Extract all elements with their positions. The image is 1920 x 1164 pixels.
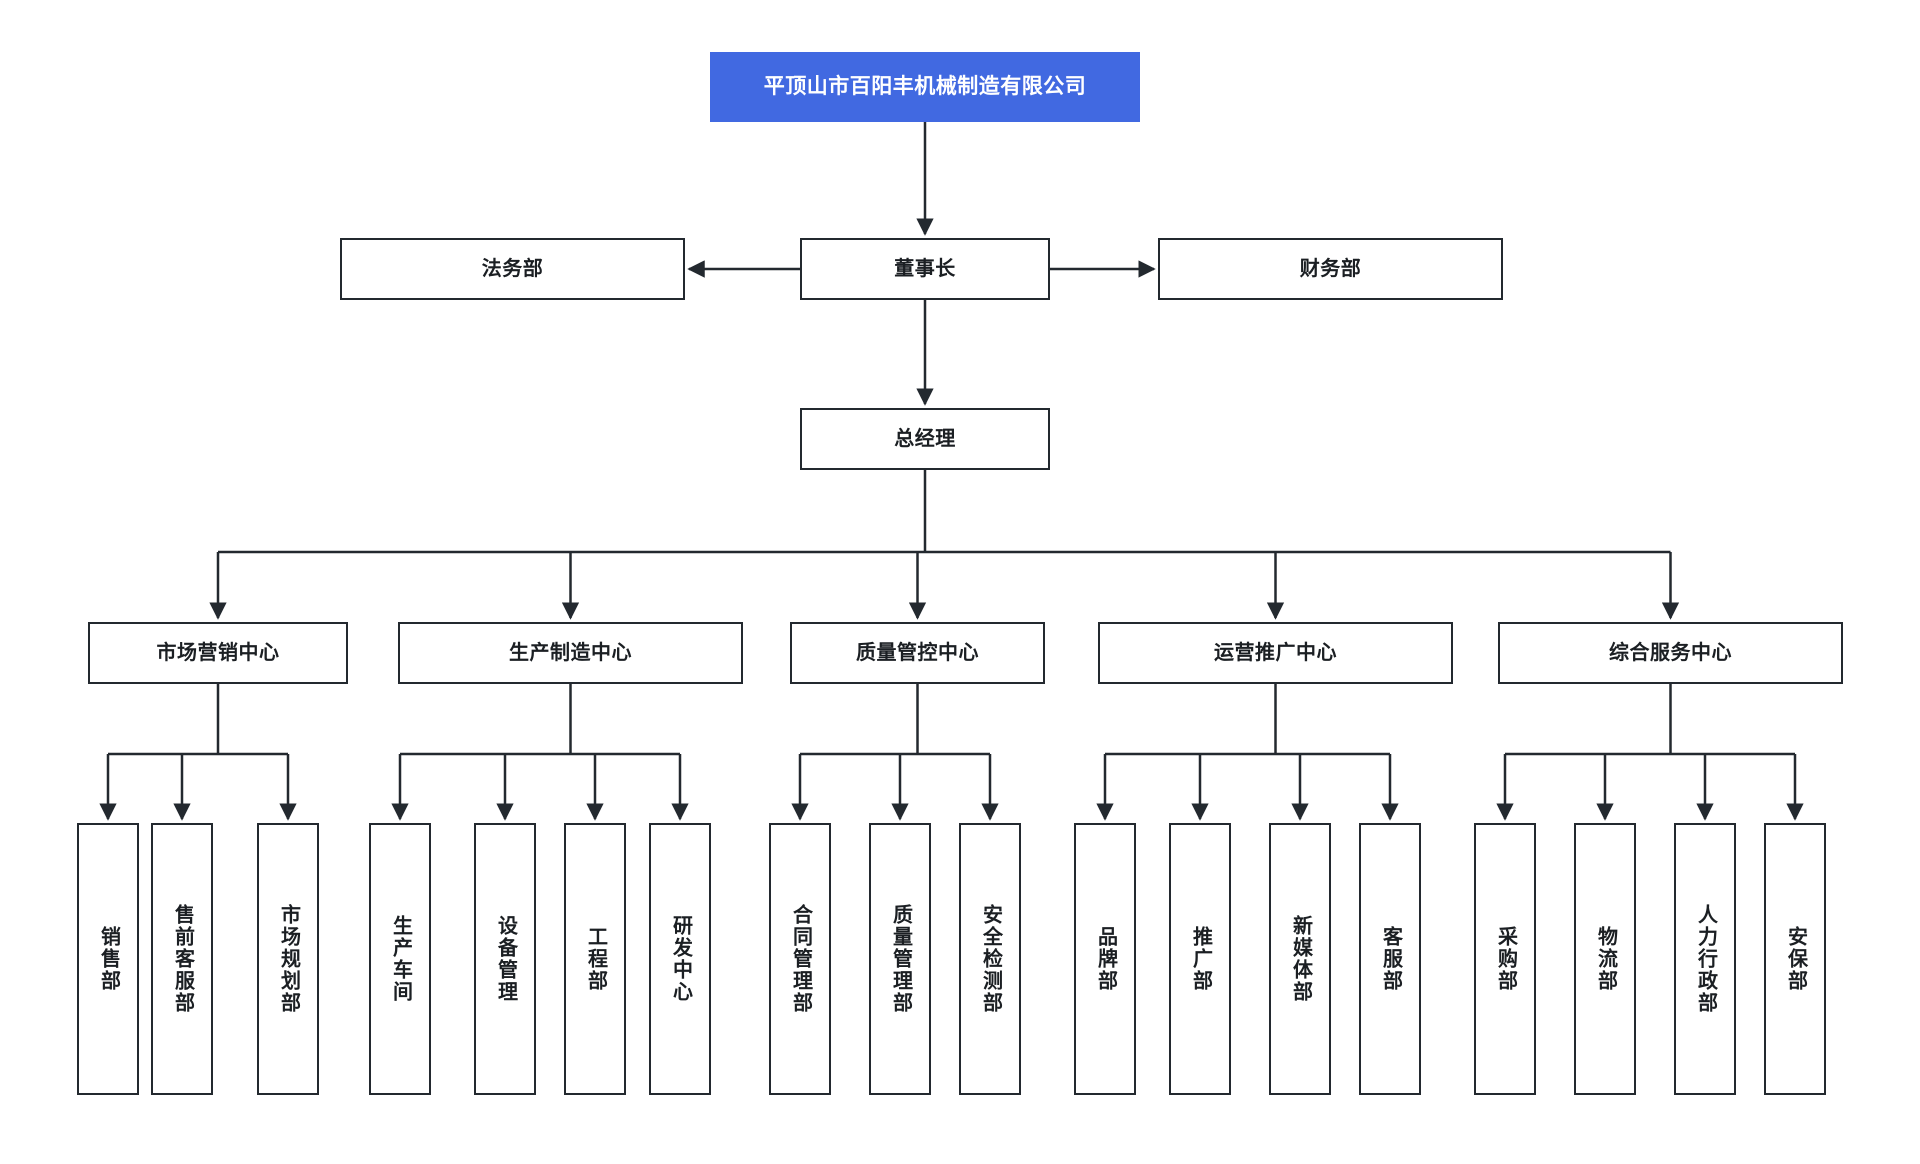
leaf-node-5-3[interactable]: 人力行政部	[1674, 823, 1736, 1095]
leaf-node-5-3-label: 人力行政部	[1694, 904, 1717, 1014]
leaf-node-3-2[interactable]: 质量管理部	[869, 823, 931, 1095]
leaf-node-2-4[interactable]: 研发中心	[649, 823, 711, 1095]
leaf-node-1-2-label: 售前客服部	[171, 904, 194, 1014]
legal-department-node-label: 法务部	[481, 257, 544, 280]
center-node-5-label: 综合服务中心	[1609, 641, 1732, 664]
leaf-node-2-2-label: 设备管理	[494, 915, 517, 1003]
center-node-3[interactable]: 质量管控中心	[790, 622, 1045, 684]
root-company-node[interactable]: 平顶山市百阳丰机械制造有限公司	[710, 52, 1140, 122]
leaf-node-1-1[interactable]: 销售部	[77, 823, 139, 1095]
leaf-node-5-1[interactable]: 采购部	[1474, 823, 1536, 1095]
leaf-node-5-4[interactable]: 安保部	[1764, 823, 1826, 1095]
finance-department-node[interactable]: 财务部	[1158, 238, 1503, 300]
center-node-3-label: 质量管控中心	[856, 641, 979, 664]
leaf-node-4-4[interactable]: 客服部	[1359, 823, 1421, 1095]
leaf-node-4-3-label: 新媒体部	[1289, 915, 1312, 1003]
chairman-node[interactable]: 董事长	[800, 238, 1050, 300]
leaf-node-2-4-label: 研发中心	[669, 915, 692, 1003]
center-node-1-label: 市场营销中心	[156, 641, 280, 664]
leaf-node-1-1-label: 销售部	[97, 926, 120, 992]
leaf-node-4-3[interactable]: 新媒体部	[1269, 823, 1331, 1095]
leaf-node-5-2-label: 物流部	[1594, 926, 1617, 992]
general-manager-node-label: 总经理	[894, 427, 956, 450]
finance-department-node-label: 财务部	[1299, 257, 1362, 280]
leaf-node-1-2[interactable]: 售前客服部	[151, 823, 213, 1095]
leaf-node-2-2[interactable]: 设备管理	[474, 823, 536, 1095]
leaf-node-5-1-label: 采购部	[1494, 926, 1517, 992]
leaf-node-4-1-label: 品牌部	[1094, 926, 1117, 992]
leaf-node-3-3-label: 安全检测部	[979, 904, 1002, 1014]
center-node-2[interactable]: 生产制造中心	[398, 622, 743, 684]
leaf-node-3-3[interactable]: 安全检测部	[959, 823, 1021, 1095]
leaf-node-2-1-label: 生产车间	[389, 915, 412, 1003]
leaf-node-2-1[interactable]: 生产车间	[369, 823, 431, 1095]
center-node-2-label: 生产制造中心	[509, 641, 632, 664]
chairman-node-label: 董事长	[894, 257, 956, 280]
leaf-node-3-1-label: 合同管理部	[789, 904, 812, 1014]
leaf-node-1-3[interactable]: 市场规划部	[257, 823, 319, 1095]
center-node-1[interactable]: 市场营销中心	[88, 622, 348, 684]
general-manager-node[interactable]: 总经理	[800, 408, 1050, 470]
leaf-node-4-2-label: 推广部	[1189, 926, 1212, 992]
leaf-node-4-1[interactable]: 品牌部	[1074, 823, 1136, 1095]
root-company-node-label: 平顶山市百阳丰机械制造有限公司	[763, 74, 1087, 98]
leaf-node-4-2[interactable]: 推广部	[1169, 823, 1231, 1095]
center-node-4-label: 运营推广中心	[1214, 641, 1337, 664]
leaf-node-2-3[interactable]: 工程部	[564, 823, 626, 1095]
center-node-4[interactable]: 运营推广中心	[1098, 622, 1453, 684]
leaf-node-3-2-label: 质量管理部	[889, 904, 912, 1014]
legal-department-node[interactable]: 法务部	[340, 238, 685, 300]
leaf-node-5-4-label: 安保部	[1784, 926, 1807, 992]
center-node-5[interactable]: 综合服务中心	[1498, 622, 1843, 684]
leaf-node-2-3-label: 工程部	[584, 926, 607, 992]
leaf-node-5-2[interactable]: 物流部	[1574, 823, 1636, 1095]
leaf-node-3-1[interactable]: 合同管理部	[769, 823, 831, 1095]
leaf-node-4-4-label: 客服部	[1379, 926, 1402, 992]
leaf-node-1-3-label: 市场规划部	[277, 904, 300, 1014]
